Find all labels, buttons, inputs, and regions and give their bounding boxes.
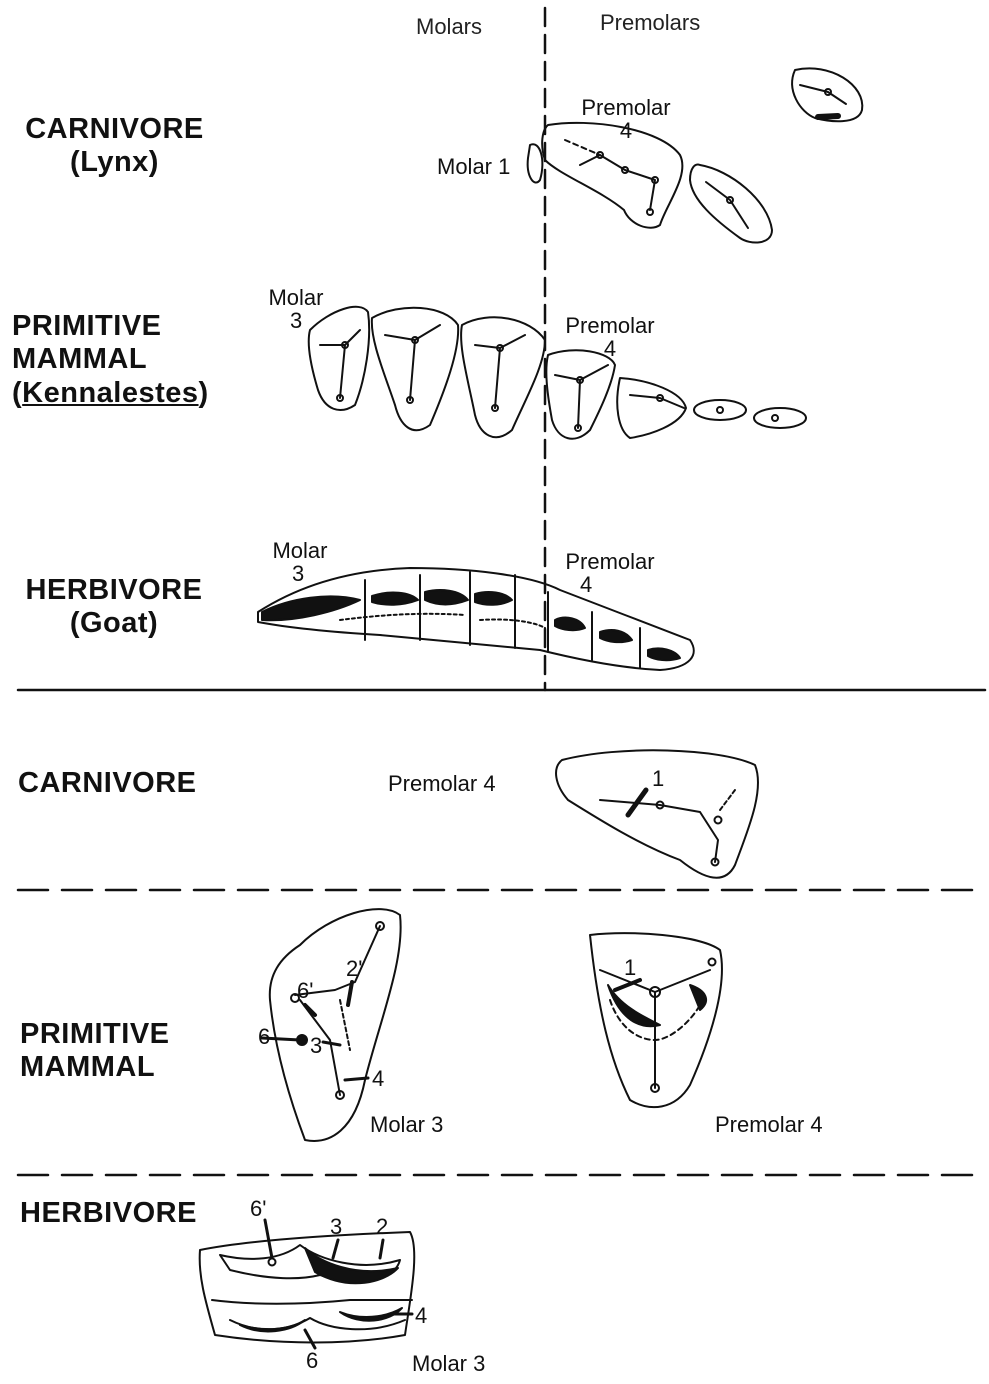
primitive-molar-3-detail bbox=[262, 909, 401, 1141]
group-name-line1: PRIMITIVE bbox=[12, 310, 209, 343]
group-name: CARNIVORE bbox=[12, 113, 217, 146]
herbivore-facet-4: 4 bbox=[415, 1305, 427, 1327]
primitive-facet-2-prime: 2' bbox=[346, 958, 362, 980]
group-taxon: (Goat) bbox=[14, 607, 214, 640]
lynx-molar-label: Molar 1 bbox=[437, 155, 510, 178]
bottom-label-primitive-mammal: PRIMITIVE MAMMAL bbox=[20, 1018, 170, 1085]
primitive-premolar-facet-1: 1 bbox=[624, 957, 636, 979]
kennalestes-molar-2 bbox=[372, 308, 458, 430]
group-taxon: (Kennalestes) bbox=[12, 377, 209, 410]
bottom-label-herbivore: HERBIVORE bbox=[20, 1197, 197, 1230]
herbivore-molar-3-label: Molar 3 bbox=[412, 1352, 485, 1375]
herbivore-facet-6-prime: 6' bbox=[250, 1198, 266, 1220]
herbivore-molar-3-detail bbox=[200, 1220, 415, 1348]
lynx-molar-1 bbox=[528, 144, 543, 182]
lynx-premolar-label: Premolar 4 bbox=[574, 96, 678, 142]
kennalestes-molar-label: Molar 3 bbox=[264, 286, 328, 332]
kennalestes-molar-1 bbox=[461, 317, 545, 437]
kennalestes-premolar-1 bbox=[754, 408, 806, 428]
primitive-molar-3-label: Molar 3 bbox=[370, 1113, 443, 1136]
primitive-premolar-4-detail bbox=[590, 933, 722, 1107]
kennalestes-premolar-4 bbox=[546, 350, 615, 438]
molars-heading: Molars bbox=[416, 16, 482, 38]
lynx-premolar-3 bbox=[690, 165, 772, 243]
row-label-primitive-kennalestes: PRIMITIVE MAMMAL (Kennalestes) bbox=[12, 310, 209, 410]
group-name-line2: MAMMAL bbox=[12, 343, 209, 376]
group-taxon: (Lynx) bbox=[12, 146, 217, 179]
primitive-premolar-4-label: Premolar 4 bbox=[715, 1113, 823, 1136]
lynx-upper-tooth bbox=[792, 68, 862, 121]
goat-premolar-label: Premolar 4 bbox=[558, 550, 662, 596]
primitive-facet-6-prime: 6' bbox=[297, 980, 313, 1002]
bottom-label-carnivore: CARNIVORE bbox=[18, 767, 197, 800]
kennalestes-premolar-3 bbox=[617, 378, 686, 438]
row-label-carnivore-lynx: CARNIVORE (Lynx) bbox=[12, 113, 217, 180]
premolars-heading: Premolars bbox=[600, 12, 700, 34]
herbivore-facet-2: 2 bbox=[376, 1216, 388, 1238]
carnivore-premolar-4-label: Premolar 4 bbox=[388, 772, 496, 795]
goat-molar-label: Molar 3 bbox=[268, 539, 332, 585]
primitive-facet-3: 3 bbox=[310, 1035, 322, 1057]
group-name: HERBIVORE bbox=[14, 574, 214, 607]
herbivore-facet-6: 6 bbox=[306, 1350, 318, 1372]
taxon-underlined: Kennalestes bbox=[22, 377, 198, 409]
kennalestes-premolar-label: Premolar 4 bbox=[558, 314, 662, 360]
primitive-facet-4: 4 bbox=[372, 1068, 384, 1090]
carnivore-facet-1: 1 bbox=[652, 768, 664, 790]
kennalestes-premolar-2 bbox=[694, 400, 746, 420]
primitive-facet-6: 6 bbox=[258, 1026, 270, 1048]
row-label-herbivore-goat: HERBIVORE (Goat) bbox=[14, 574, 214, 641]
herbivore-facet-3: 3 bbox=[330, 1216, 342, 1238]
